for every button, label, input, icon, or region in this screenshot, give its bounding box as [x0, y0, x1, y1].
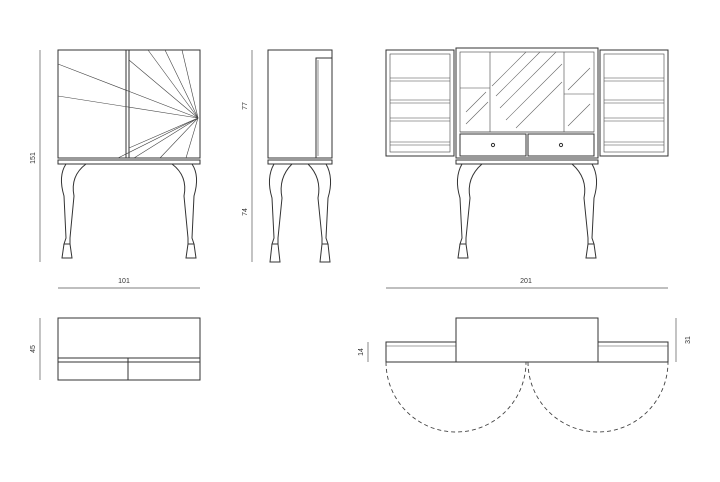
interior-dividers [460, 52, 594, 133]
stand-rail-open [455, 159, 599, 165]
open-door-left [385, 49, 455, 157]
drawer-left-knob [490, 142, 496, 148]
top-view-open [385, 317, 669, 433]
stand-rail-front [57, 159, 201, 165]
drawer-right-knob [558, 142, 564, 148]
dim-door-depth-label: 14 [358, 348, 365, 356]
door-left-shelves [389, 53, 451, 153]
top-door-right [597, 341, 669, 363]
side-view [267, 49, 333, 263]
dim-closed-depth: 45 [30, 318, 41, 380]
glass-reflections [465, 51, 591, 129]
leg-front-left [60, 163, 87, 245]
dim-body-depth-label: 31 [685, 336, 692, 344]
top-body-open [455, 317, 599, 363]
dim-leg-height-label: 74 [242, 208, 249, 216]
top-view-closed [57, 317, 201, 381]
door-right-shelves [603, 53, 665, 153]
foot-side-right [319, 243, 331, 263]
leg-side-right [307, 163, 332, 245]
dim-body-depth: 31 [675, 318, 692, 362]
top-door-left [385, 341, 457, 363]
leg-side-left [268, 163, 293, 245]
foot-side-left [269, 243, 281, 263]
leg-open-right [571, 163, 598, 245]
leg-front-right [171, 163, 198, 245]
cabinet-body-open [455, 47, 599, 159]
dim-upper-height-label: 77 [242, 102, 249, 110]
dim-leg-height: 74 [242, 160, 253, 262]
foot-front-right [185, 243, 197, 259]
open-door-right [599, 49, 669, 157]
dim-closed-depth-label: 45 [30, 345, 37, 353]
dim-closed-width: 101 [58, 278, 200, 289]
door-profile-side [315, 57, 333, 159]
top-body-closed [57, 317, 201, 381]
foot-open-left [457, 243, 469, 259]
sunburst-inlay [57, 49, 199, 159]
stand-rail-side [267, 159, 333, 165]
drawer-left [459, 133, 527, 157]
dim-open-width: 201 [386, 278, 668, 289]
dim-closed-width-label: 101 [118, 278, 130, 285]
dim-upper-height: 77 [242, 50, 253, 160]
dim-door-depth: 14 [358, 342, 369, 362]
dim-open-width-label: 201 [520, 278, 532, 285]
foot-open-right [585, 243, 597, 259]
drawer-right [527, 133, 595, 157]
cabinet-body-side [267, 49, 333, 159]
front-view-open [385, 47, 669, 259]
door-swing-arc-right [527, 361, 669, 433]
foot-front-left [61, 243, 73, 259]
door-swing-arc-left [385, 361, 527, 433]
dim-total-height: 151 [30, 50, 41, 262]
leg-open-left [456, 163, 483, 245]
front-view-closed [57, 49, 201, 259]
dim-total-height-label: 151 [30, 152, 37, 164]
